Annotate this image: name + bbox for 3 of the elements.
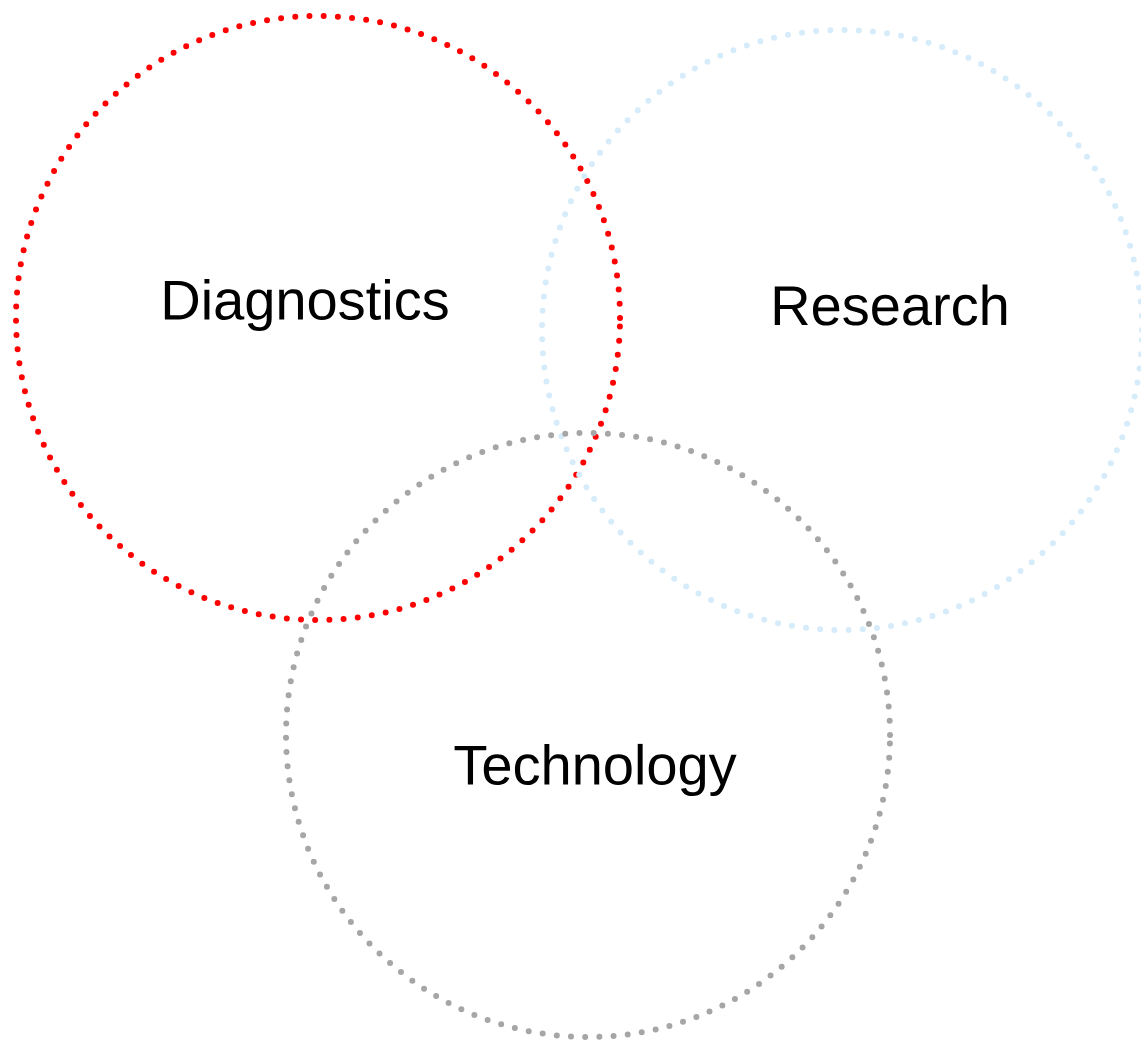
circle-label: Diagnostics <box>164 278 448 332</box>
circle-label: Research <box>774 284 1007 326</box>
circle-label: Technology <box>454 743 737 797</box>
